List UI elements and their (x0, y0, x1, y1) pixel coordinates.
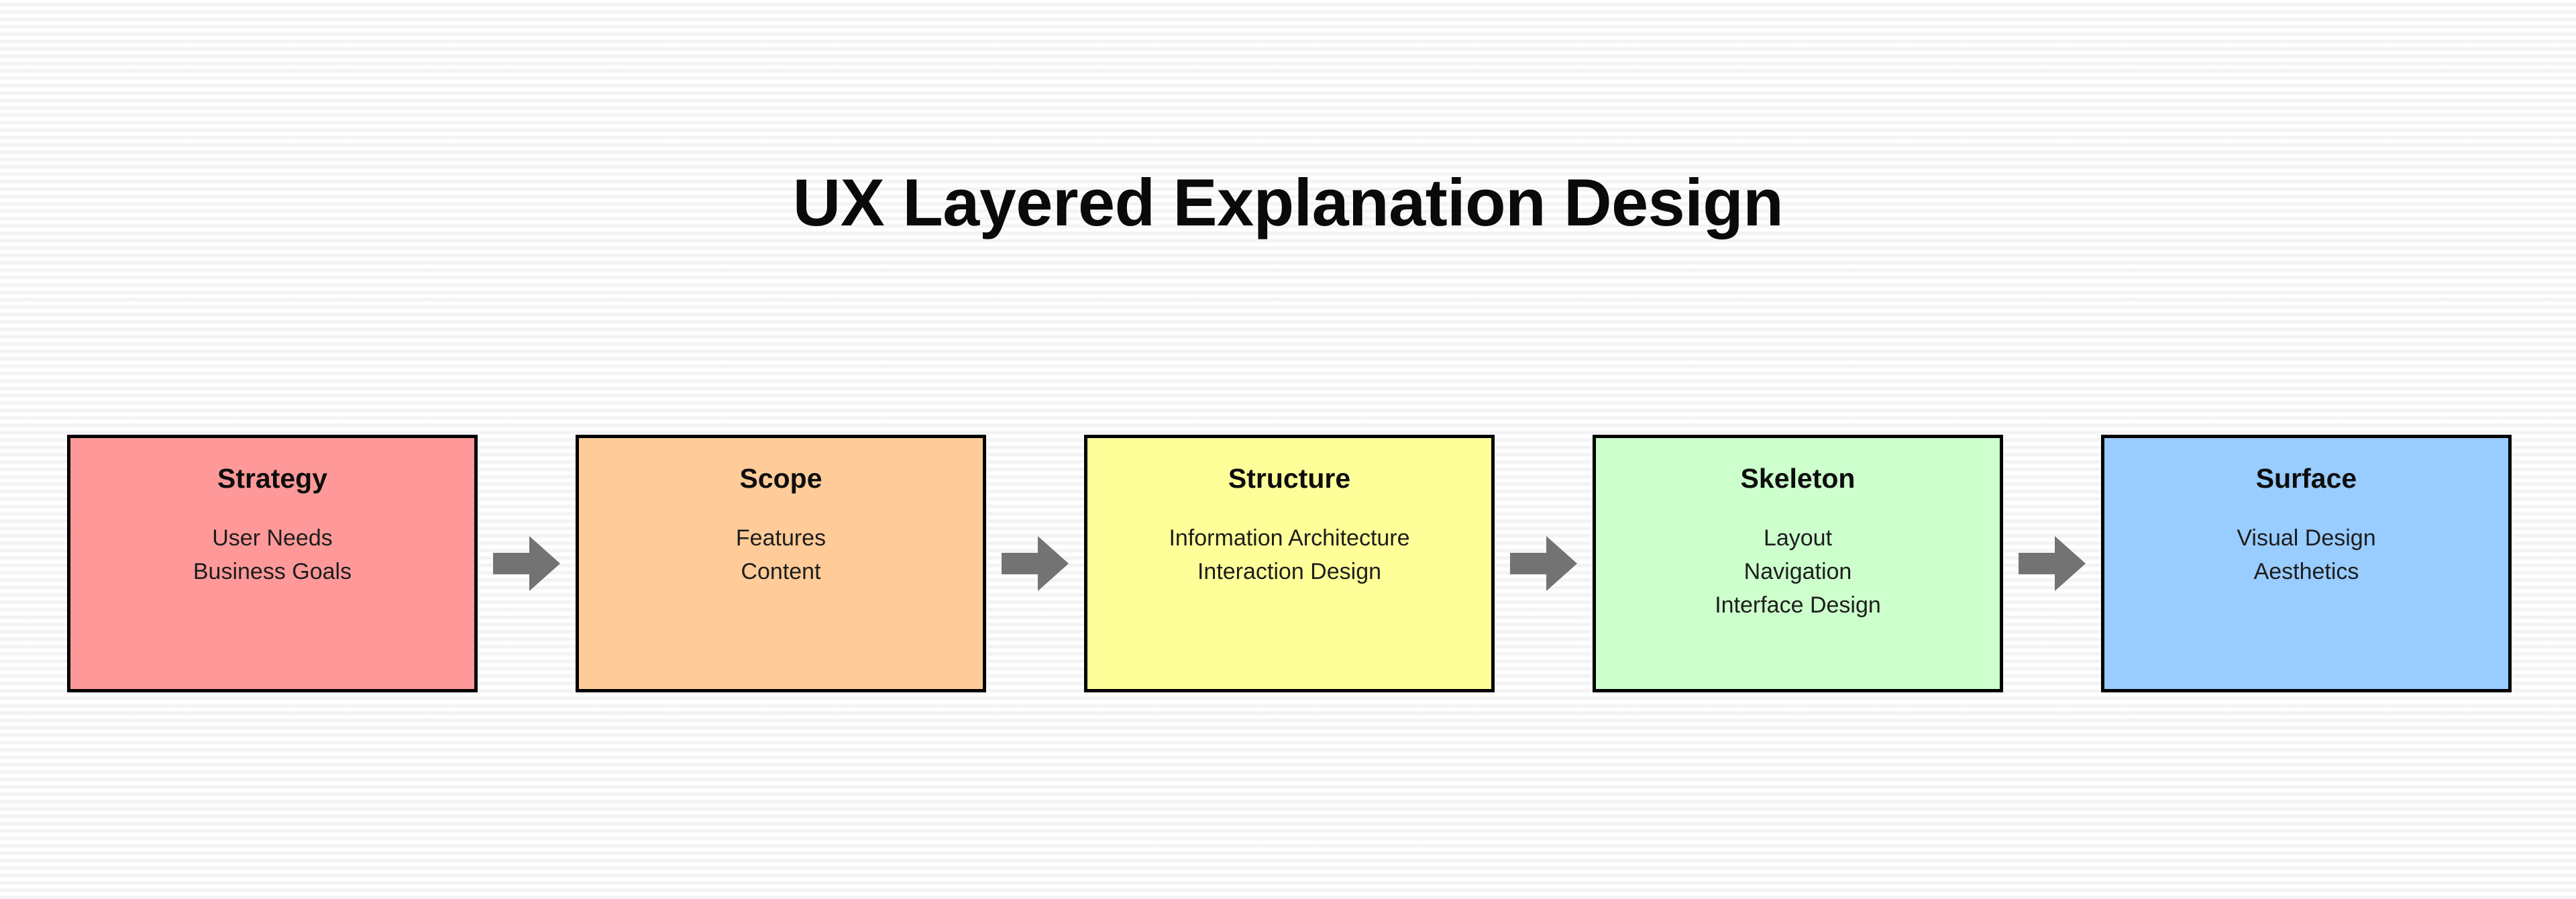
layer-title: Strategy (217, 463, 328, 494)
right-block-arrow-icon (1002, 536, 1069, 591)
layer-detail: Visual Design Aesthetics (2237, 525, 2376, 585)
arrow-connector-1 (478, 435, 576, 692)
layer-title: Skeleton (1740, 463, 1856, 494)
layer-box-surface[interactable]: Surface Visual Design Aesthetics (2101, 435, 2512, 692)
layer-box-scope[interactable]: Scope Features Content (576, 435, 986, 692)
layer-detail: Features Content (735, 525, 826, 585)
layer-box-strategy[interactable]: Strategy User Needs Business Goals (67, 435, 478, 692)
layer-box-skeleton[interactable]: Skeleton Layout Navigation Interface Des… (1593, 435, 2003, 692)
page-title: UX Layered Explanation Design (792, 165, 1784, 240)
layer-title: Structure (1228, 463, 1351, 494)
ux-layer-flow: Strategy User Needs Business Goals Scope… (67, 435, 2512, 692)
layer-detail: Layout Navigation Interface Design (1715, 525, 1881, 619)
right-block-arrow-icon (1510, 536, 1577, 591)
layer-detail: Information Architecture Interaction Des… (1169, 525, 1410, 585)
layer-detail: User Needs Business Goals (193, 525, 352, 585)
layer-title: Scope (739, 463, 822, 494)
right-block-arrow-icon (493, 536, 560, 591)
layer-title: Surface (2255, 463, 2357, 494)
right-block-arrow-icon (2019, 536, 2086, 591)
arrow-connector-4 (2003, 435, 2101, 692)
arrow-connector-2 (986, 435, 1084, 692)
layer-box-structure[interactable]: Structure Information Architecture Inter… (1084, 435, 1495, 692)
arrow-connector-3 (1495, 435, 1593, 692)
